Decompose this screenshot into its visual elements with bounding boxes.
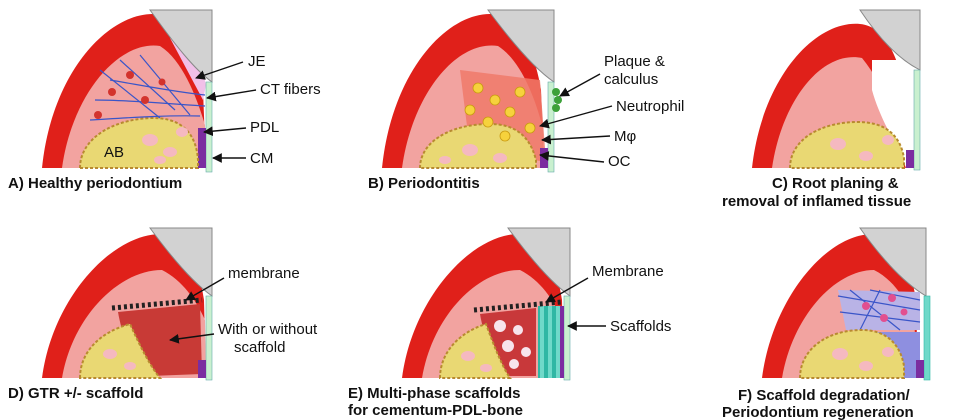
tooth-root-c xyxy=(914,70,920,170)
label-plaque-2: calculus xyxy=(604,71,658,88)
label-membrane-d: membrane xyxy=(228,265,300,282)
pdl-b xyxy=(540,148,548,168)
panel-a: AB JE CT fibers PDL CM A) Healthy period… xyxy=(8,10,321,192)
pdl-c xyxy=(906,150,914,168)
caption-b: B) Periodontitis xyxy=(368,175,480,192)
label-macrophage: Mφ xyxy=(614,128,636,145)
panel-f: F) Scaffold degradation/ Periodontium re… xyxy=(722,228,930,420)
label-with-without-1: With or without xyxy=(218,321,318,338)
caption-a: A) Healthy periodontium xyxy=(8,175,182,192)
panel-d: membrane With or without scaffold D) GTR… xyxy=(8,228,318,402)
label-with-without-2: scaffold xyxy=(234,339,285,356)
tooth-root-e xyxy=(564,296,570,380)
pdl-scaffold-e xyxy=(538,306,560,378)
label-cm: CM xyxy=(250,150,273,167)
label-ct-fibers: CT fibers xyxy=(260,81,321,98)
panel-e: Membrane Scaffolds E) Multi-phase scaffo… xyxy=(348,228,671,419)
caption-c-1: C) Root planing & xyxy=(772,175,899,192)
panel-c: C) Root planing & removal of inflamed ti… xyxy=(722,10,920,210)
label-scaffolds-e: Scaffolds xyxy=(610,318,671,335)
label-ab: AB xyxy=(104,144,124,161)
caption-e-2: for cementum-PDL-bone xyxy=(348,402,523,419)
regenerated-ct-f xyxy=(838,290,920,330)
tooth-root-a xyxy=(206,82,212,172)
tooth-root-f xyxy=(924,296,930,380)
pdl-f xyxy=(916,360,924,378)
pdl-d xyxy=(198,360,206,378)
caption-f-1: F) Scaffold degradation/ xyxy=(738,387,911,404)
pointer-ct xyxy=(207,90,256,98)
label-membrane-e: Membrane xyxy=(592,263,664,280)
label-je: JE xyxy=(248,53,266,70)
label-plaque-1: Plaque & xyxy=(604,53,665,70)
label-oc: OC xyxy=(608,153,631,170)
caption-f-2: Periodontium regeneration xyxy=(722,404,914,420)
pointer-plaque xyxy=(560,74,600,96)
cementum-scaffold-e xyxy=(560,306,564,378)
label-pdl: PDL xyxy=(250,119,279,136)
caption-c-2: removal of inflamed tissue xyxy=(722,193,911,210)
caption-d: D) GTR +/- scaffold xyxy=(8,385,143,402)
pdl-a xyxy=(198,128,206,168)
label-neutrophil: Neutrophil xyxy=(616,98,684,115)
tooth-root-b xyxy=(548,82,554,172)
caption-e-1: E) Multi-phase scaffolds xyxy=(348,385,521,402)
panel-b: Plaque & calculus Neutrophil Mφ OC B) Pe… xyxy=(368,10,684,192)
tooth-root-d xyxy=(206,296,212,380)
